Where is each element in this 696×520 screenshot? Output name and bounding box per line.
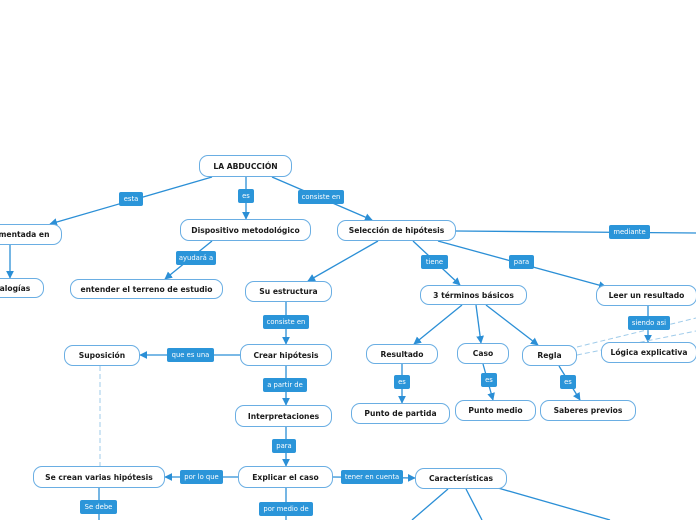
node-su-estructura[interactable]: Su estructura [245,281,332,302]
node-la-abduccion[interactable]: LA ABDUCCIÓN [199,155,292,177]
dashed-regla-right-a [576,317,696,348]
node-saberes-previos[interactable]: Saberes previos [540,400,636,421]
node-entender-terreno[interactable]: entender el terreno de estudio [70,279,223,299]
link-es-root[interactable]: es [238,189,254,203]
node-analogias[interactable]: alogías [0,278,44,298]
link-consiste-en-estructura[interactable]: consiste en [263,315,309,329]
node-punto-partida[interactable]: Punto de partida [351,403,450,424]
node-caso[interactable]: Caso [457,343,509,364]
edge-terminos-caso [475,304,484,344]
link-es-resultado[interactable]: es [394,375,410,389]
link-por-lo-que[interactable]: por lo que [180,470,223,484]
edge-terminos-regla [485,304,539,346]
node-dispositivo-metodologico[interactable]: Dispositivo metodológico [180,219,311,241]
node-seleccion-hipotesis[interactable]: Selección de hipótesis [337,220,456,241]
link-es-caso[interactable]: es [481,373,497,387]
edge-terminos-resultado [413,304,463,345]
link-tiene[interactable]: tiene [421,255,448,269]
link-es-regla[interactable]: es [560,375,576,389]
link-por-medio-de[interactable]: por medio de [259,502,313,516]
link-a-partir-de[interactable]: a partir de [263,378,307,392]
node-logica-explicativa[interactable]: Lógica explicativa [601,342,696,363]
edge-caract-3 [497,487,611,520]
node-interpretaciones[interactable]: Interpretaciones [235,405,332,427]
node-fundamentada-en[interactable]: mentada en [0,224,62,245]
link-siendo-asi[interactable]: siendo asi [628,316,670,330]
node-se-crean-varias[interactable]: Se crean varias hipótesis [33,466,165,488]
edge-caract-1 [411,488,449,520]
link-para-interpretaciones[interactable]: para [272,439,296,453]
link-ayudara-a[interactable]: ayudará a [176,251,216,265]
link-tener-en-cuenta[interactable]: tener en cuenta [341,470,403,484]
node-resultado[interactable]: Resultado [366,344,438,364]
node-regla[interactable]: Regla [522,345,577,366]
node-leer-resultado[interactable]: Leer un resultado [596,285,696,306]
node-caracteristicas[interactable]: Características [415,468,507,489]
node-3-terminos[interactable]: 3 términos básicos [420,285,527,305]
link-esta[interactable]: esta [119,192,143,206]
link-mediante[interactable]: mediante [609,225,650,239]
node-crear-hipotesis[interactable]: Crear hipótesis [240,344,332,366]
link-consiste-en-root[interactable]: consiste en [298,190,344,204]
link-que-es-una[interactable]: que es una [167,348,214,362]
edge-sel-mediante [455,230,696,234]
link-se-debe[interactable]: Se debe [80,500,117,514]
edge-sel-estructura [307,240,379,282]
node-punto-medio[interactable]: Punto medio [455,400,536,421]
edge-caract-2 [465,488,483,520]
node-explicar-caso[interactable]: Explicar el caso [238,466,333,488]
node-suposicion[interactable]: Suposición [64,345,140,366]
link-para-seleccion[interactable]: para [509,255,534,269]
